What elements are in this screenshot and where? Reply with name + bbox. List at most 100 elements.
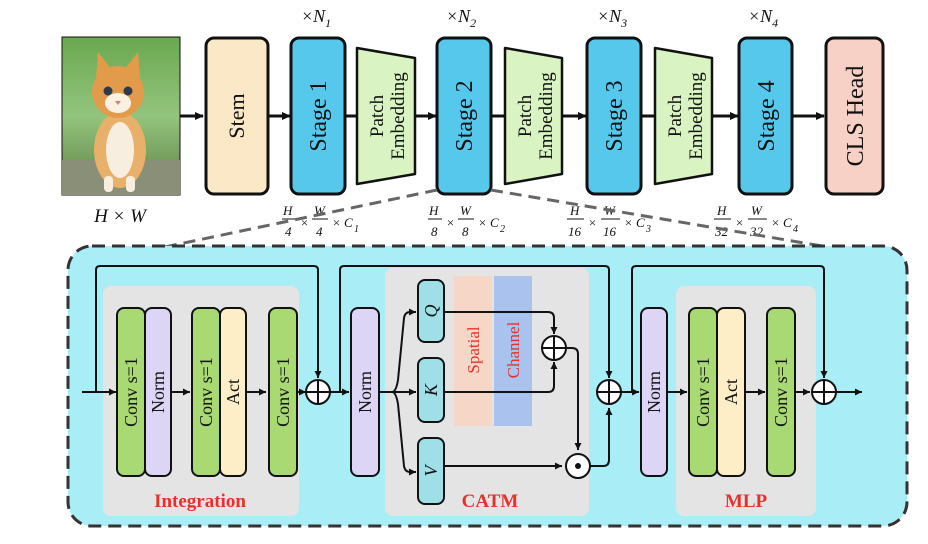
svg-text:8: 8 (462, 224, 469, 239)
svg-text:W: W (751, 203, 763, 218)
svg-text:×N1: ×N1 (301, 6, 331, 30)
q-to-add (444, 311, 558, 334)
catm-norm (350, 307, 380, 477)
k-label: K (421, 383, 441, 397)
catm-add-node (541, 335, 567, 361)
mul-to-add (590, 408, 613, 467)
zoom-line-left (159, 188, 438, 250)
svg-text:16: 16 (603, 224, 617, 239)
patch-embedding-3-line2: Embedding (686, 72, 707, 160)
patch-embedding-1 (355, 46, 417, 186)
add-node-3 (811, 379, 837, 405)
svg-text:×: × (446, 215, 455, 230)
stage4-label: Stage 4 (754, 80, 780, 151)
patch-embedding-1-line1: Patch (367, 94, 388, 137)
svg-text:× C: × C (624, 215, 645, 230)
mlp-conv-2-label: Conv s=1 (771, 357, 791, 427)
cls-head-block (824, 36, 885, 196)
stage1-label: Stage 1 (306, 80, 332, 151)
svg-text:W: W (460, 203, 472, 218)
mlp-title: MLP (725, 491, 768, 512)
svg-text:4: 4 (285, 224, 292, 239)
stage4-block (737, 36, 794, 196)
stage3-block (585, 36, 643, 196)
k-block (417, 357, 445, 423)
q-label: Q (421, 305, 441, 318)
int-conv-2-label: Conv s=1 (196, 357, 216, 427)
svg-text:×N2: ×N2 (446, 6, 476, 30)
svg-text:3: 3 (645, 224, 651, 235)
patch-embedding-2-line1: Patch (515, 94, 536, 137)
svg-text:H: H (282, 203, 293, 218)
svg-text:4: 4 (793, 224, 798, 235)
add-to-mul (566, 347, 582, 450)
stage2-label: Stage 2 (452, 80, 478, 151)
branch-v (391, 391, 416, 476)
svg-text:×: × (735, 215, 744, 230)
patch-embedding-1-line2: Embedding (388, 72, 409, 160)
svg-text:× C: × C (332, 215, 353, 230)
input-size-caption: H × W (93, 206, 148, 227)
input-kitten-image (61, 36, 181, 196)
add-node-1 (305, 379, 331, 405)
mlp-conv-1-label: Conv s=1 (693, 357, 713, 427)
mlp-norm-label: Norm (644, 371, 664, 413)
mlp-act-label: Act (721, 379, 741, 405)
k-to-add (444, 362, 558, 393)
int-act (219, 307, 247, 477)
patch-embedding-2-line2: Embedding (536, 72, 557, 160)
svg-text:8: 8 (431, 224, 438, 239)
dims-stage3: H16 × W16 × C3 (567, 203, 651, 239)
svg-text:H: H (716, 203, 727, 218)
channel-band (494, 276, 532, 426)
residual-skip-3 (631, 265, 828, 392)
spatial-band (454, 276, 492, 426)
stage1-block (289, 36, 347, 196)
svg-text:× C: × C (771, 215, 792, 230)
svg-text:×: × (588, 215, 597, 230)
int-conv-3 (268, 307, 298, 477)
svg-text:1: 1 (354, 224, 359, 235)
int-act-label: Act (223, 379, 243, 405)
int-conv-3-label: Conv s=1 (273, 357, 293, 427)
stem-block (204, 36, 270, 196)
int-conv-1-label: Conv s=1 (121, 357, 141, 427)
stage3-repeat: ×N3 (597, 6, 627, 30)
integration-title: Integration (154, 491, 246, 512)
svg-text:H: H (428, 203, 439, 218)
catm-multiply-node (565, 453, 591, 479)
stage4-repeat: ×N4 (748, 6, 778, 30)
stage2-block (435, 36, 493, 196)
residual-skip-1 (95, 265, 322, 392)
svg-text:×N3: ×N3 (597, 6, 627, 30)
int-norm-label: Norm (148, 371, 168, 413)
svg-text:×: × (300, 215, 309, 230)
patch-embedding-3-line1: Patch (665, 94, 686, 137)
v-label: V (421, 464, 441, 477)
stage1-repeat: ×N1 (301, 6, 331, 30)
svg-text:4: 4 (316, 224, 323, 239)
svg-text:32: 32 (714, 224, 729, 239)
catm-norm-label: Norm (355, 371, 375, 413)
stem-label: Stem (224, 93, 249, 138)
stage2-repeat: ×N2 (446, 6, 476, 30)
v-block (417, 437, 445, 505)
spatial-label: Spatial (464, 326, 483, 373)
channel-label: Channel (504, 321, 523, 378)
residual-skip-2 (339, 265, 613, 392)
int-norm (144, 307, 172, 477)
svg-text:× C: × C (478, 215, 499, 230)
svg-text:2: 2 (500, 224, 505, 235)
patch-embedding-2 (503, 46, 564, 186)
svg-text:H: H (569, 203, 580, 218)
cls-head-label: CLS Head (843, 66, 869, 167)
stage3-label: Stage 3 (602, 80, 628, 151)
patch-embedding-3 (653, 46, 714, 186)
svg-text:16: 16 (568, 224, 582, 239)
catm-title: CATM (462, 491, 519, 512)
svg-text:×N4: ×N4 (748, 6, 778, 30)
add-node-2 (596, 379, 622, 405)
